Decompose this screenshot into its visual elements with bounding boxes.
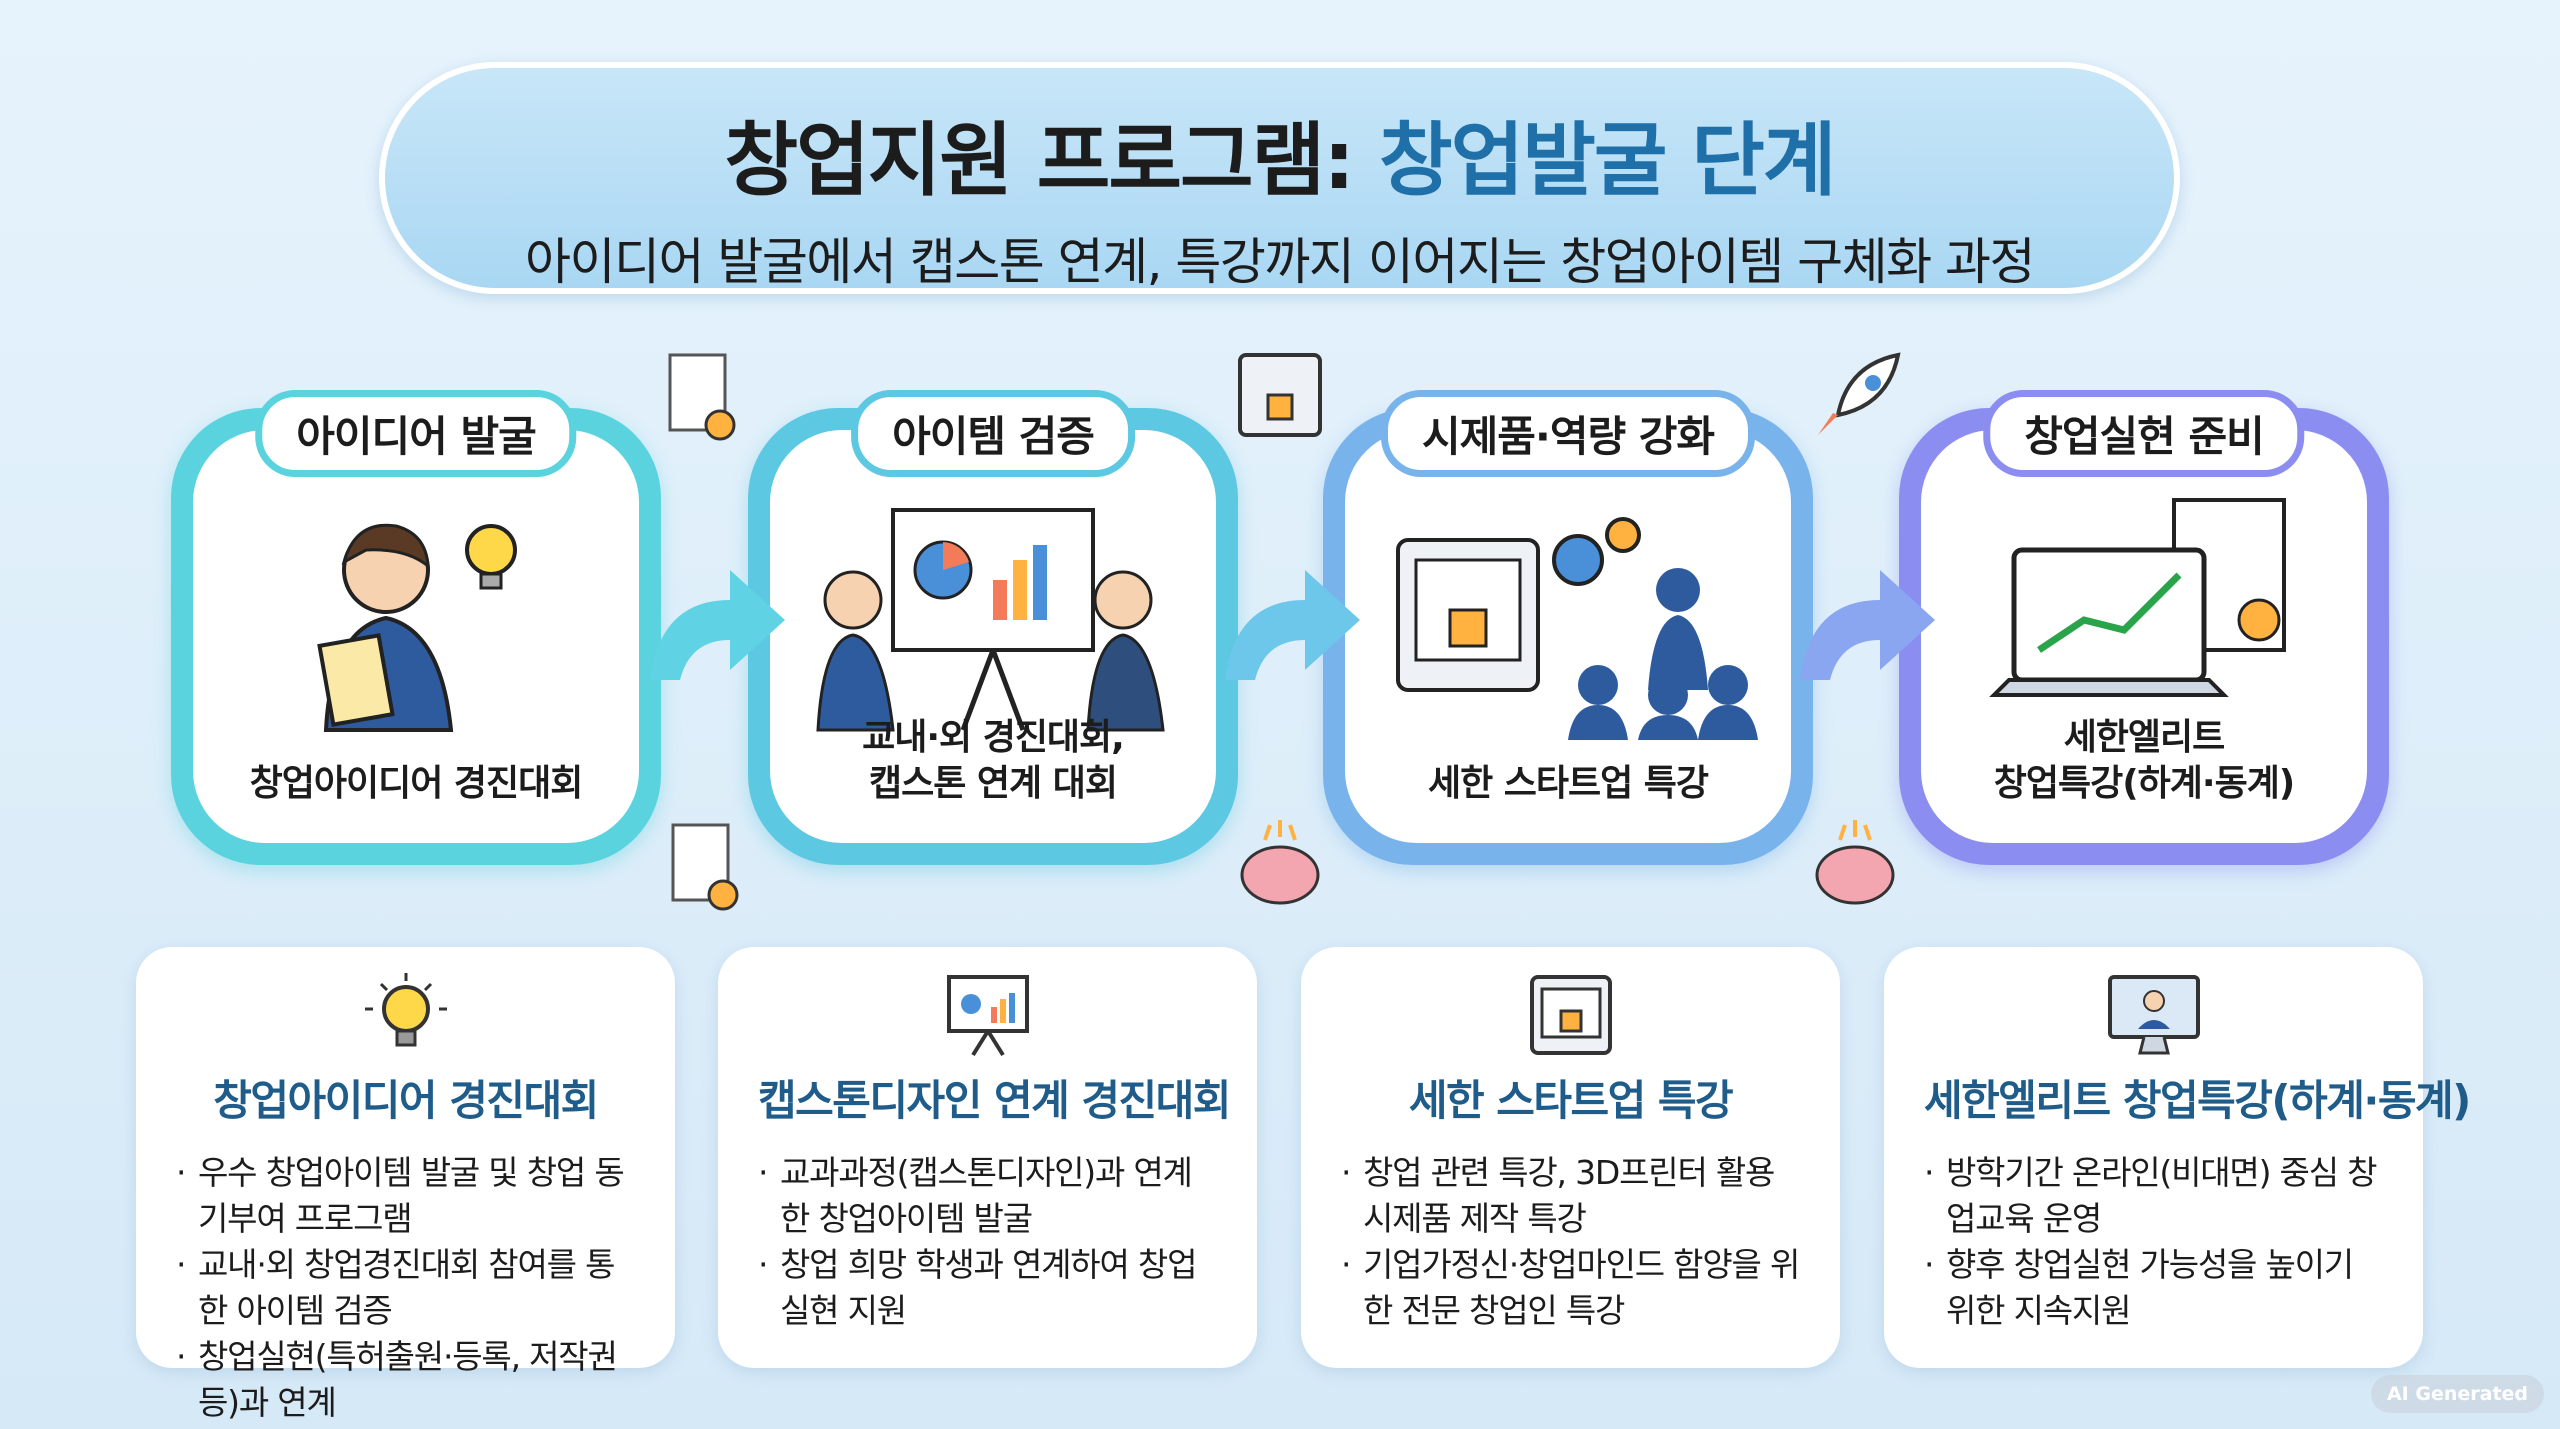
- brain-icon: [1815, 820, 1895, 905]
- stage-label: 창업실현 준비: [1983, 390, 2305, 477]
- card-idea-contest: 창업아이디어 경진대회 우수 창업아이템 발굴 및 창업 동기부여 프로그램 교…: [136, 947, 675, 1422]
- presentation-illustration: [816, 508, 1165, 732]
- ai-generated-badge: AI Generated: [2371, 1375, 2544, 1413]
- page-title: 창업지원 프로그램: 창업발굴 단계: [385, 96, 2174, 212]
- card-bullets: 교과과정(캡스톤디자인)과 연계한 창업아이템 발굴 창업 희망 학생과 연계하…: [758, 1150, 1217, 1334]
- bullet-item: 향후 창업실현 가능성을 높이기 위한 지속지원: [1924, 1242, 2383, 1334]
- title-banner: 창업지원 프로그램: 창업발굴 단계 아이디어 발굴에서 캡스톤 연계, 특강까…: [379, 62, 2180, 294]
- student-idea-illustration: [317, 523, 517, 732]
- stage-caption: 창업아이디어 경진대회: [249, 763, 584, 804]
- presentation-board-icon: [946, 975, 1029, 1057]
- lightbulb-icon: [364, 973, 447, 1047]
- stage-item-validation: 아이템 검증 교내·외 경진대회, 캡스톤 연계 대회: [748, 390, 1238, 865]
- printer-lecture-illustration: [1396, 517, 1758, 740]
- rocket-icon: [1818, 352, 1901, 435]
- laptop-certificate-illustration: [1989, 498, 2286, 697]
- arrow-right-icon: [1800, 570, 1935, 680]
- card-capstone-contest: 캡스톤디자인 연계 경진대회 교과과정(캡스톤디자인)과 연계한 창업아이템 발…: [718, 947, 1257, 1368]
- online-monitor-icon: [2107, 975, 2200, 1055]
- 3d-printer-icon: [1529, 975, 1612, 1055]
- card-startup-lecture: 세한 스타트업 특강 창업 관련 특강, 3D프린터 활용 시제품 제작 특강 …: [1301, 947, 1840, 1368]
- title-main: 창업지원 프로그램:: [724, 114, 1380, 207]
- 3d-printer-icon: [1238, 353, 1322, 437]
- bullet-item: 우수 창업아이템 발굴 및 창업 동기부여 프로그램: [176, 1150, 635, 1242]
- bullet-item: 창업 관련 특강, 3D프린터 활용 시제품 제작 특강: [1341, 1150, 1800, 1242]
- card-title: 캡스톤디자인 연계 경진대회: [758, 1076, 1231, 1125]
- title-accent: 창업발굴 단계: [1379, 114, 1836, 207]
- card-title: 세한엘리트 창업특강(하계·동계): [1924, 1076, 2471, 1125]
- bullet-item: 방학기간 온라인(비대면) 중심 창업교육 운영: [1924, 1150, 2383, 1242]
- card-bullets: 우수 창업아이템 발굴 및 창업 동기부여 프로그램 교내·외 창업경진대회 참…: [176, 1150, 635, 1426]
- card-bullets: 방학기간 온라인(비대면) 중심 창업교육 운영 향후 창업실현 가능성을 높이…: [1924, 1150, 2383, 1334]
- bullet-item: 창업실현(특허출원·등록, 저작권 등)과 연계: [176, 1334, 635, 1426]
- stage-idea-discovery: 아이디어 발굴 창업아이디어 경진대회: [171, 390, 661, 865]
- stage-caption: 세한엘리트 창업특강(하계·동계): [1993, 717, 2296, 804]
- bullet-item: 교내·외 창업경진대회 참여를 통한 아이템 검증: [176, 1242, 635, 1334]
- stage-prototype: 시제품·역량 강화 세한 스타트업 특강: [1323, 390, 1813, 865]
- card-title: 창업아이디어 경진대회: [213, 1076, 599, 1125]
- card-elite-lecture: 세한엘리트 창업특강(하계·동계) 방학기간 온라인(비대면) 중심 창업교육 …: [1884, 947, 2471, 1368]
- stage-caption: 세한 스타트업 특강: [1427, 763, 1709, 804]
- arrow-right-icon: [650, 570, 785, 680]
- card-title: 세한 스타트업 특강: [1408, 1076, 1734, 1125]
- certificate-icon: [671, 823, 739, 911]
- stage-label: 시제품·역량 강화: [1380, 390, 1756, 477]
- stage-label: 아이템 검증: [851, 390, 1135, 477]
- bullet-item: 창업 희망 학생과 연계하여 창업실현 지원: [758, 1242, 1217, 1334]
- certificate-icon: [668, 353, 736, 441]
- page-subtitle: 아이디어 발굴에서 캡스톤 연계, 특강까지 이어지는 창업아이템 구체화 과정: [524, 233, 2036, 291]
- stage-caption: 교내·외 경진대회, 캡스톤 연계 대회: [862, 717, 1125, 804]
- card-bullets: 창업 관련 특강, 3D프린터 활용 시제품 제작 특강 기업가정신·창업마인드…: [1341, 1150, 1800, 1334]
- bullet-item: 교과과정(캡스톤디자인)과 연계한 창업아이템 발굴: [758, 1150, 1217, 1242]
- arrow-right-icon: [1225, 570, 1360, 680]
- stage-startup-prep: 창업실현 준비 세한엘리트 창업특강(하계·동계): [1899, 390, 2389, 865]
- stage-label: 아이디어 발굴: [255, 390, 577, 477]
- brain-icon: [1240, 820, 1320, 905]
- bullet-item: 기업가정신·창업마인드 함양을 위한 전문 창업인 특강: [1341, 1242, 1800, 1334]
